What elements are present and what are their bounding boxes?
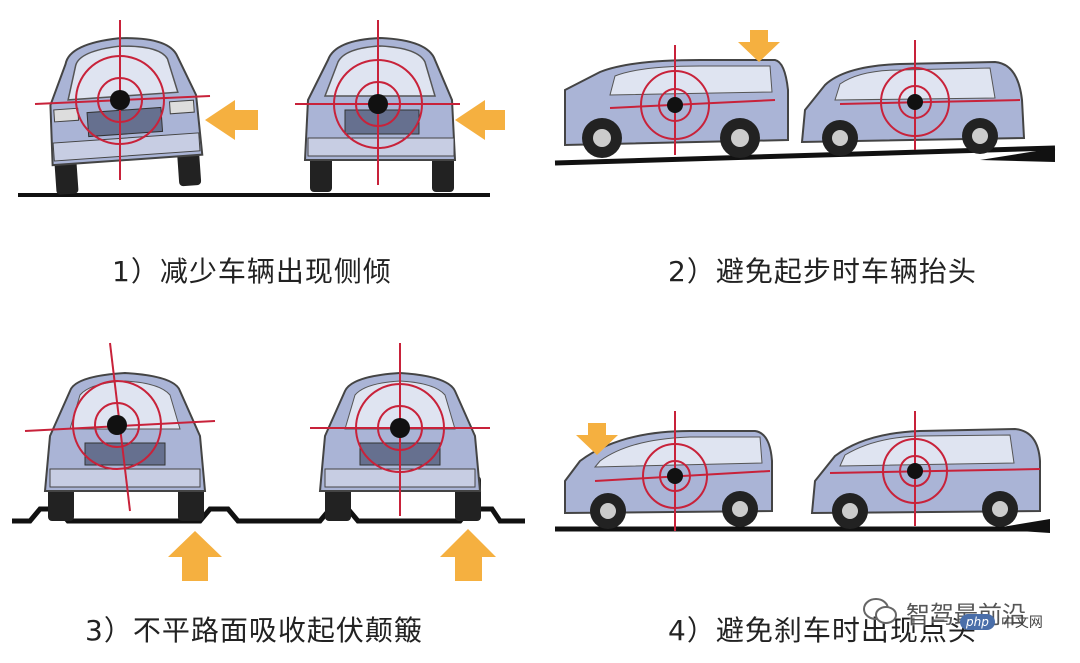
caption-bumps: 3）不平路面吸收起伏颠簸 — [85, 614, 423, 647]
panel-launch: 2）避免起步时车辆抬头 — [540, 0, 1080, 331]
force-arrow-up-1 — [168, 531, 222, 581]
force-arrow-left-2 — [455, 100, 505, 140]
caption-launch: 2）避免起步时车辆抬头 — [668, 255, 977, 288]
center-of-mass-5 — [107, 415, 127, 435]
center-of-mass-1 — [110, 90, 130, 110]
panel-launch-illustration — [554, 30, 1056, 166]
minivan-side-4 — [810, 427, 1041, 529]
center-of-mass-2 — [368, 94, 388, 114]
center-of-mass-7 — [667, 468, 683, 484]
panel-brake-illustration — [555, 411, 1050, 533]
center-of-mass-8 — [907, 463, 923, 479]
force-arrow-up-2 — [440, 529, 496, 581]
caption-brake: 4）避免刹车时出现点头 — [668, 614, 977, 647]
force-arrow-down-1 — [738, 30, 780, 62]
panel-bumps-illustration — [12, 342, 525, 581]
php-logo: php — [960, 614, 995, 630]
force-arrow-down-2 — [576, 423, 618, 455]
force-arrow-left-1 — [205, 100, 258, 140]
wechat-icon — [863, 598, 897, 624]
panel-roll: 1）减少车辆出现侧倾 — [0, 0, 540, 331]
ramp — [990, 519, 1050, 533]
ramp — [980, 148, 1055, 162]
center-of-mass-3 — [667, 97, 683, 113]
target-crosshair-4 — [839, 40, 1021, 150]
car-front-view-1 — [43, 371, 207, 521]
car-rear-view-tilted — [49, 37, 204, 195]
car-rear-view-level — [303, 36, 457, 192]
php-badge-text: 中文网 — [1000, 615, 1043, 631]
php-badge: php 中文网 — [960, 612, 1043, 632]
panel-roll-illustration — [18, 20, 505, 197]
center-of-mass-6 — [390, 418, 410, 438]
uneven-road — [12, 506, 525, 524]
panel-bumps: 3）不平路面吸收起伏颠簸 — [0, 331, 540, 662]
center-of-mass-4 — [907, 94, 923, 110]
panel-brake: 4）避免刹车时出现点头 — [540, 331, 1080, 662]
caption-roll: 1）减少车辆出现侧倾 — [112, 255, 392, 288]
